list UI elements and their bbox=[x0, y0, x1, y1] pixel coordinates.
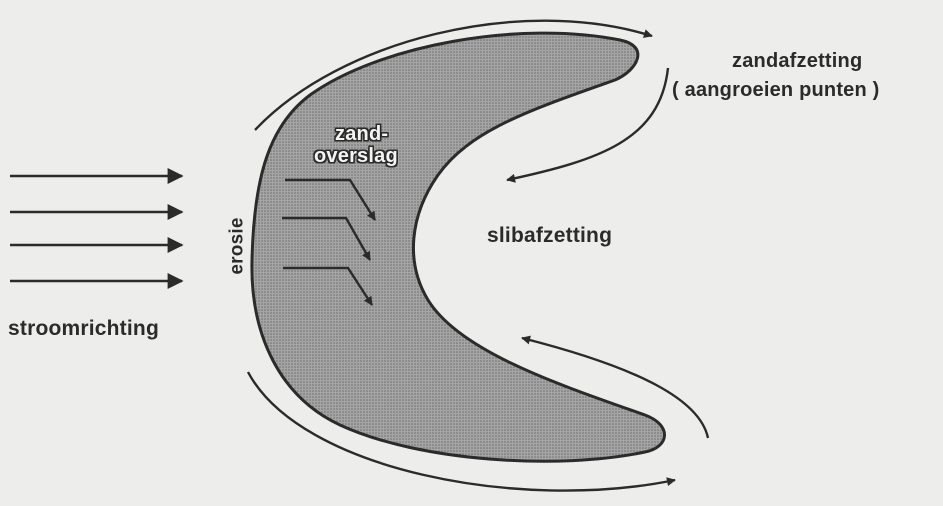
sand-overwash-label-line1: zand- bbox=[335, 124, 388, 144]
flow-direction-label: stroomrichting bbox=[8, 317, 159, 341]
sand-overwash-label-line2: overslag bbox=[314, 146, 398, 166]
silt-deposition-label: slibafzetting bbox=[487, 224, 612, 248]
erosion-label: erosie bbox=[227, 217, 249, 274]
sand-deposition-label: zandafzetting bbox=[732, 50, 862, 73]
sand-deposition-sublabel: ( aangroeien punten ) bbox=[672, 79, 880, 102]
flow-arrows bbox=[10, 176, 182, 281]
